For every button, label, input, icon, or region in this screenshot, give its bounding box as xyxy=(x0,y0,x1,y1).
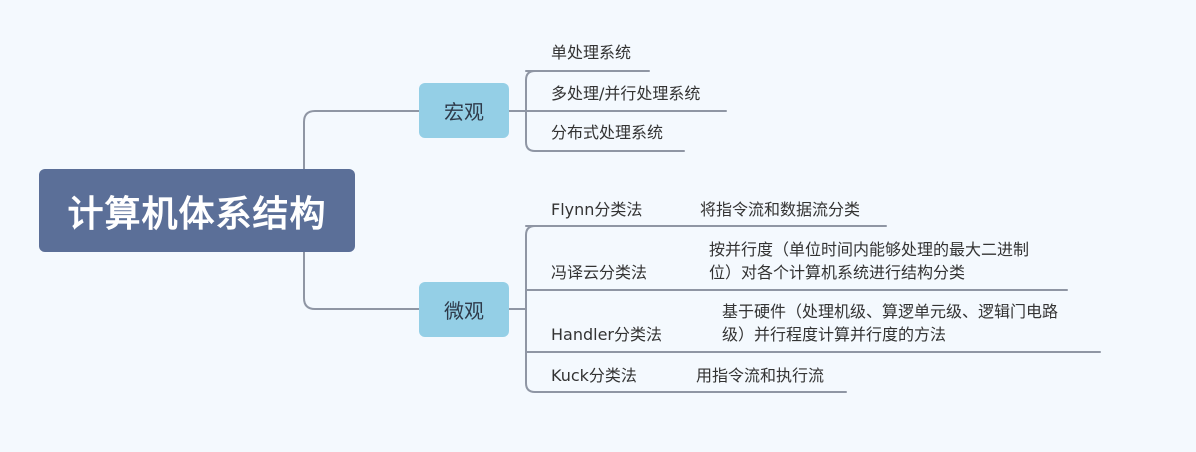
micro-item-kuck[interactable]: Kuck分类法 xyxy=(551,366,637,385)
connector-macro-bracket xyxy=(525,70,685,152)
root-node[interactable]: 计算机体系结构 xyxy=(39,169,355,252)
connector-root-macro xyxy=(303,110,420,170)
macro-item-single[interactable]: 单处理系统 xyxy=(551,43,632,62)
micro-desc-handler-line1[interactable]: 基于硬件（处理机级、算逻单元级、逻辑门电路 xyxy=(722,302,1059,321)
branch-macro[interactable]: 宏观 xyxy=(419,83,509,138)
macro-item-distributed[interactable]: 分布式处理系统 xyxy=(551,123,664,142)
micro-item-handler[interactable]: Handler分类法 xyxy=(551,325,663,344)
micro-item-feng[interactable]: 冯译云分类法 xyxy=(551,263,648,282)
micro-desc-flynn[interactable]: 将指令流和数据流分类 xyxy=(700,200,861,219)
connector-micro-item-1 xyxy=(525,225,847,393)
micro-desc-kuck[interactable]: 用指令流和执行流 xyxy=(696,366,825,385)
micro-desc-feng-line1[interactable]: 按并行度（单位时间内能够处理的最大二进制 xyxy=(709,240,1030,259)
micro-desc-feng-line2[interactable]: 位）对各个计算机系统进行结构分类 xyxy=(709,263,966,282)
connector-root-micro xyxy=(303,251,420,310)
micro-item-flynn[interactable]: Flynn分类法 xyxy=(551,200,643,219)
micro-desc-handler-line2[interactable]: 级）并行程度计算并行度的方法 xyxy=(722,325,947,344)
branch-micro[interactable]: 微观 xyxy=(419,282,509,337)
macro-item-parallel[interactable]: 多处理/并行处理系统 xyxy=(551,84,701,103)
